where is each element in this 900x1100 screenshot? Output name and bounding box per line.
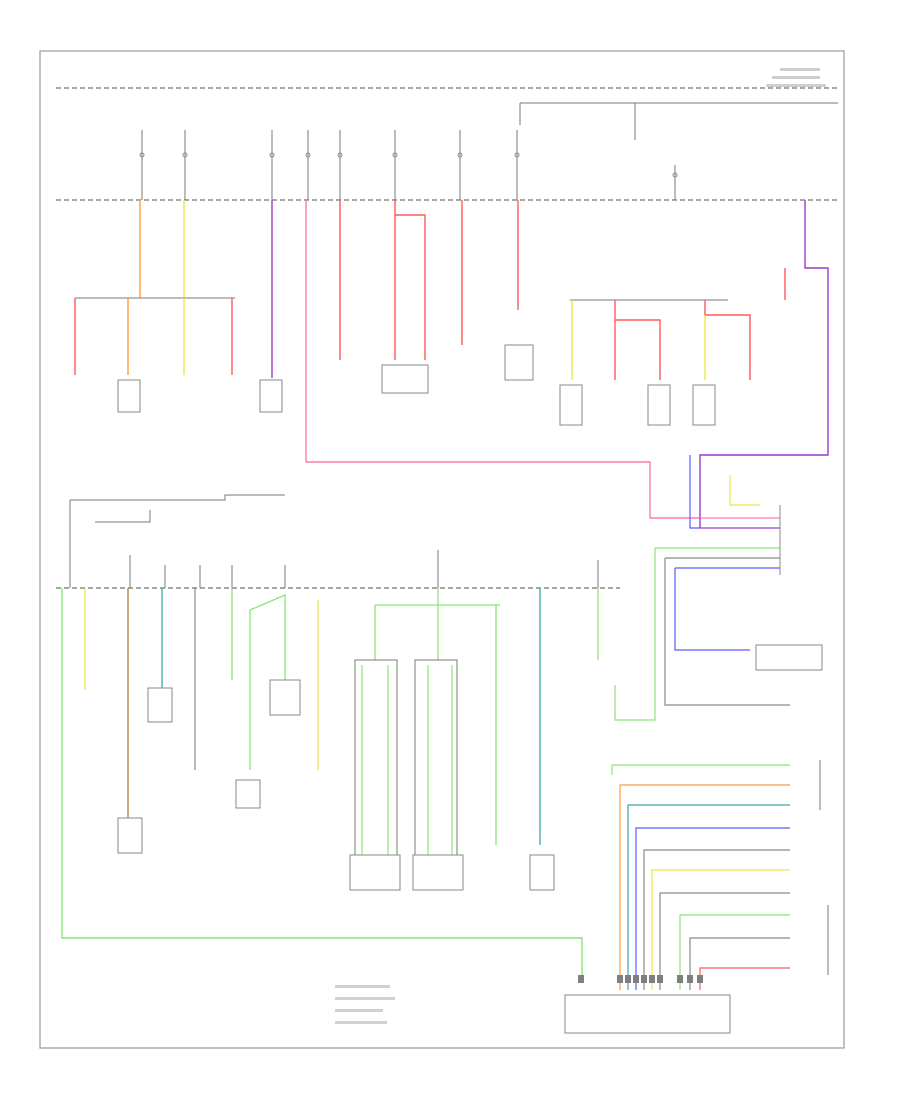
right-module <box>614 455 823 721</box>
legend <box>335 985 395 1024</box>
lower-wires <box>61 588 599 975</box>
upper-wires <box>139 200 829 528</box>
lower-components <box>117 679 731 1034</box>
branch-wires-right <box>571 300 751 380</box>
header-label <box>766 68 826 87</box>
upper-fuses <box>139 130 678 200</box>
middle-channels <box>354 659 458 861</box>
connector-bundle <box>611 760 829 990</box>
upper-components <box>117 344 716 426</box>
branch-wires-left <box>74 298 233 375</box>
diagram-frame <box>39 50 845 1049</box>
connector-pins <box>578 975 703 983</box>
